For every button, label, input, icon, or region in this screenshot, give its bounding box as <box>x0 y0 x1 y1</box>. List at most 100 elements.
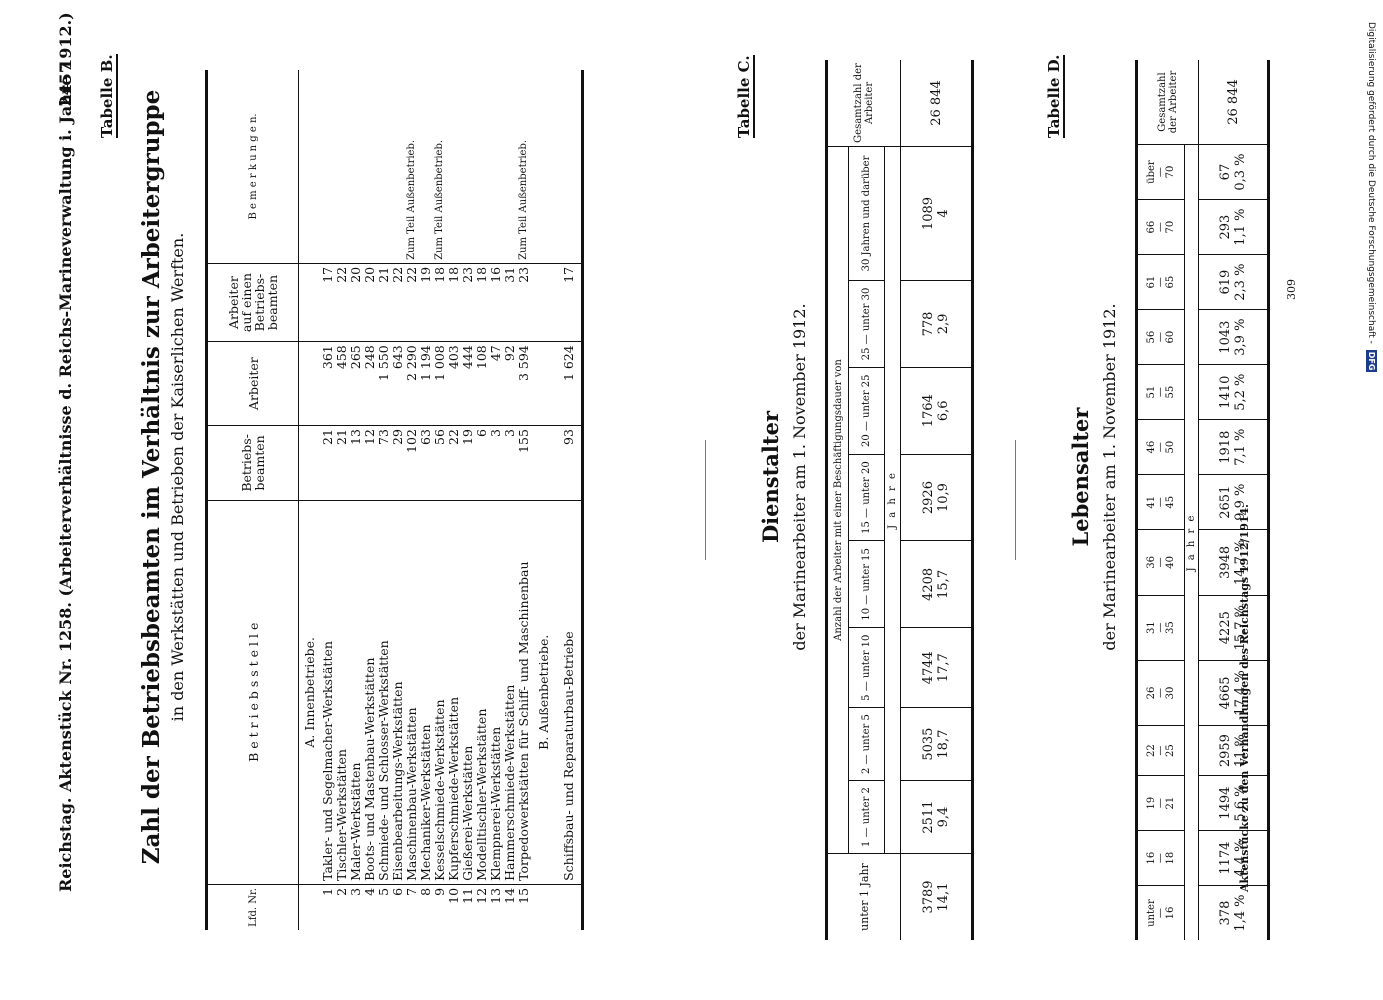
d-col-bot: 50 <box>1165 440 1176 454</box>
table-c-title: Dienstalter <box>758 410 783 544</box>
separator <box>1015 440 1016 560</box>
section-b: B. Außenbetriebe. <box>530 500 557 885</box>
table-d-title: Lebensalter <box>1068 407 1093 547</box>
separator <box>705 440 706 560</box>
d-percent: 0,3 % <box>1233 153 1248 191</box>
d-count: 1494 <box>1218 786 1233 820</box>
d-col-header: 66—70 <box>1136 199 1185 255</box>
row-ratio: 20 <box>348 263 363 342</box>
row-nr: 1 <box>320 887 335 896</box>
row-beamte: 73 <box>376 425 391 501</box>
row-name: Klempnerei-Werkstätten <box>488 500 503 885</box>
row-arbeiter: 361 <box>320 341 335 426</box>
row-name: Gießerei-Werkstätten <box>460 500 475 885</box>
row-ratio: 22 <box>334 263 349 342</box>
c-percent: 10,9 <box>936 483 951 513</box>
col-bemerk-header: B e m e r k u n g e n. <box>206 70 299 264</box>
d-col-bot: 65 <box>1165 275 1176 289</box>
row-ratio: 18 <box>432 263 447 342</box>
d-count: 2959 <box>1218 734 1233 768</box>
c-count: 1764 <box>921 394 936 428</box>
d-count: 1043 <box>1218 320 1233 354</box>
row-beamte: 3 <box>502 425 517 501</box>
c-percent: 14,1 <box>936 882 951 912</box>
row-ratio: 21 <box>376 263 391 342</box>
row-nr: 6 <box>390 887 405 896</box>
d-col-sep: — <box>1155 332 1166 343</box>
row-ratio: 19 <box>418 263 433 342</box>
c-percent: 17,7 <box>936 653 951 683</box>
d-total: 26 844 <box>1198 60 1269 145</box>
d-col-bot: 45 <box>1165 495 1176 509</box>
d-count: 1918 <box>1218 430 1233 464</box>
c-col-header: 15 — unter 20 <box>848 454 885 541</box>
row-name: Boots- und Mastenbau-Werkstätten <box>362 500 377 885</box>
row-arbeiter: 3 594 <box>516 341 531 426</box>
d-col-sep: — <box>1155 853 1166 864</box>
row-ratio: 18 <box>474 263 489 342</box>
d-col-sep: — <box>1155 745 1166 756</box>
row-arbeiter: 2 290 <box>404 341 419 426</box>
d-col-header: 19—21 <box>1136 775 1185 831</box>
row-ratio: 22 <box>404 263 419 342</box>
table-d-label: Tabelle D. <box>1045 54 1065 138</box>
d-count: 2651 <box>1218 485 1233 519</box>
table-b-title: Zahl der Betriebsbeamten im Verhältnis z… <box>138 89 165 865</box>
row-name: Hammerschmiede-Werkstätten <box>502 500 517 885</box>
running-header: Reichstag. Aktenstück Nr. 1258. (Arbeite… <box>56 12 75 892</box>
d-col-header: 51—55 <box>1136 364 1185 420</box>
d-col-sep: — <box>1155 798 1166 809</box>
d-col-header: 22—25 <box>1136 725 1185 776</box>
row-name: Tischler-Werkstätten <box>334 500 349 885</box>
c-percent: 4 <box>936 209 951 218</box>
d-col-sep: — <box>1155 687 1166 698</box>
row-arbeiter: 265 <box>348 341 363 426</box>
d-percent: 5,2 % <box>1233 373 1248 411</box>
row-ratio: 22 <box>390 263 405 342</box>
row-nr: 10 <box>446 887 461 904</box>
row-ratio: 20 <box>362 263 377 342</box>
row-name: Mechaniker-Werkstätten <box>418 500 433 885</box>
c-percent: 9,4 <box>936 806 951 828</box>
d-col-bot: 35 <box>1165 621 1176 635</box>
d-jahre: J a h r e <box>1184 144 1199 940</box>
row-ratio: 18 <box>446 263 461 342</box>
row-bemerkung <box>334 70 349 264</box>
table-c-subtitle: der Marinearbeiter am 1. November 1912. <box>790 303 809 651</box>
row-b-name: Schiffsbau- und Reparaturbau-Betriebe <box>556 500 583 885</box>
c-count: 4208 <box>921 567 936 601</box>
d-count: 619 <box>1218 269 1233 295</box>
row-nr: 12 <box>474 887 489 904</box>
row-arbeiter: 643 <box>390 341 405 426</box>
row-bemerkung <box>446 70 461 264</box>
row-ratio: 23 <box>516 263 531 342</box>
c-jahre: J a h r e <box>884 146 901 854</box>
row-arbeiter: 1 550 <box>376 341 391 426</box>
c-col-0-header: unter 1 Jahr <box>826 853 901 940</box>
col-arbeiter-header: Arbeiter <box>206 341 299 426</box>
row-arbeiter: 47 <box>488 341 503 426</box>
row-beamte: 22 <box>446 425 461 501</box>
d-percent: 3,9 % <box>1233 318 1248 356</box>
c-count: 4744 <box>921 651 936 685</box>
d-col-header: 26—30 <box>1136 660 1185 726</box>
row-name: Schmiede- und Schlosser-Werkstätten <box>376 500 391 885</box>
c-col-header: 1 — unter 2 <box>848 780 885 854</box>
d-count: 4225 <box>1218 611 1233 645</box>
c-percent: 15,7 <box>936 569 951 599</box>
c-percent: 6,6 <box>936 400 951 422</box>
d-col-sep: — <box>1155 387 1166 398</box>
